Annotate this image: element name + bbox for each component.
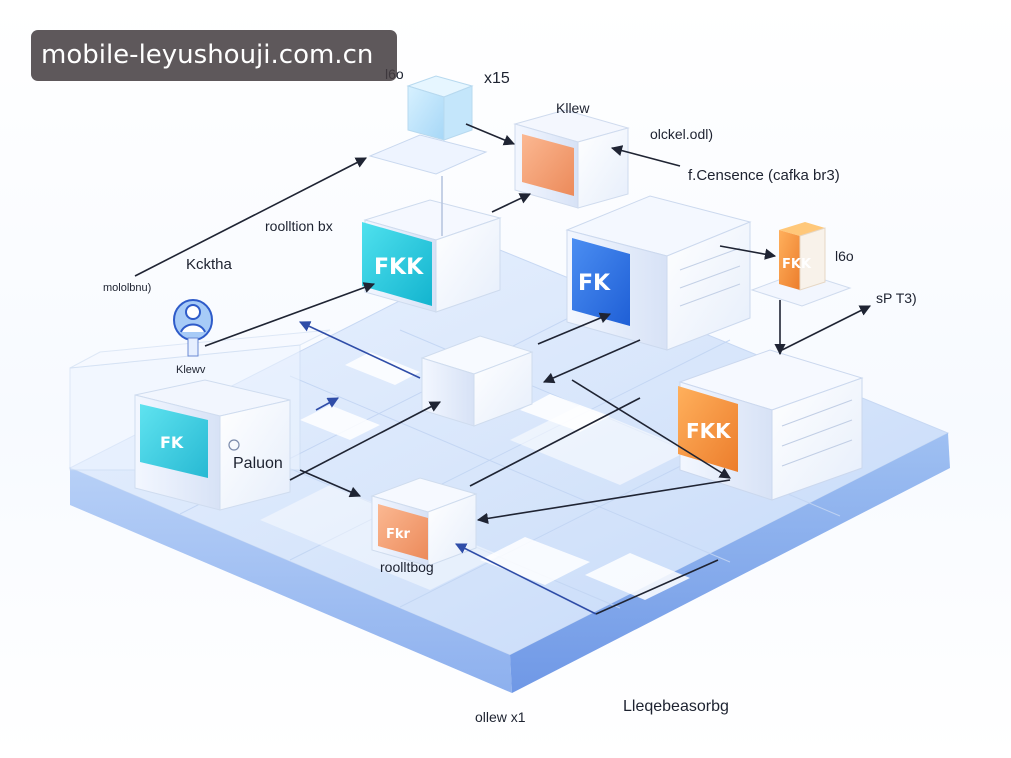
bottom-peach-tile-text: Fkr xyxy=(386,527,411,542)
label-top-right-node: Kllew xyxy=(556,100,590,116)
orange-main-server: FKK xyxy=(678,349,864,501)
line-bottom-to-right xyxy=(469,397,641,487)
top-ice-node xyxy=(368,75,488,175)
label-far-left-small: mololbnu) xyxy=(103,282,152,294)
arrow-center-up xyxy=(537,312,612,345)
arrow-orange-to-bottom xyxy=(476,479,731,524)
left-cyan-tile-text: FK xyxy=(160,433,184,452)
label-right-title: f.Censence (cafka br3) xyxy=(688,167,840,184)
bottom-peach-box: Fkr xyxy=(370,477,478,567)
label-small-orange-right: l6o xyxy=(835,248,854,264)
label-left-icon: Klewv xyxy=(176,364,206,376)
person-icon xyxy=(173,299,213,357)
arrow-person-to-cyan xyxy=(204,282,376,347)
arrow-left-to-center xyxy=(289,401,441,481)
label-mid-left-title: roolltion bx xyxy=(265,218,333,234)
arrow-center-to-blue xyxy=(542,339,641,384)
arrow-left-top xyxy=(134,157,367,277)
cyan-main-box: FKK xyxy=(362,199,502,313)
arrow-cyan-up xyxy=(491,193,532,213)
line-bottom-right-up xyxy=(595,559,719,615)
label-left-title: Kcktha xyxy=(186,256,232,273)
blue-tile-text: FK xyxy=(578,271,611,296)
arrow-blue-to-small xyxy=(719,245,777,260)
label-bottom-center: ollew x1 xyxy=(475,709,526,725)
watermark: mobile-leyushouji.com.cn xyxy=(31,30,397,81)
arrow-right-out xyxy=(781,305,872,351)
small-orange-tile-text: FKK xyxy=(782,257,812,272)
arrow-small-left xyxy=(315,397,339,411)
orange-tile-text: FKK xyxy=(686,419,732,443)
small-orange-box: FKK xyxy=(750,222,852,307)
label-right-header: olckel.odl) xyxy=(650,126,714,142)
arrow-center-left xyxy=(298,321,421,379)
arrow-right-to-peach xyxy=(610,145,681,167)
arrow-top-to-peach xyxy=(465,123,516,146)
cyan-tile-text: FKK xyxy=(374,255,424,280)
label-left-box: Paluon xyxy=(233,455,283,472)
arrows xyxy=(134,123,872,615)
arrow-left-to-bottom xyxy=(299,469,362,498)
arrow-to-orange xyxy=(571,379,731,479)
label-bottom-box: roolltbog xyxy=(380,559,434,575)
label-top-node: x15 xyxy=(484,70,510,87)
label-right-arrow: sP T3) xyxy=(876,290,917,306)
arrow-bottom-right xyxy=(454,543,597,615)
left-cyan-server: FK xyxy=(134,379,291,511)
label-bottom-right: Lleqebeasorbg xyxy=(623,698,729,715)
blue-main-server: FK xyxy=(565,195,752,351)
top-peach-node xyxy=(513,109,630,209)
